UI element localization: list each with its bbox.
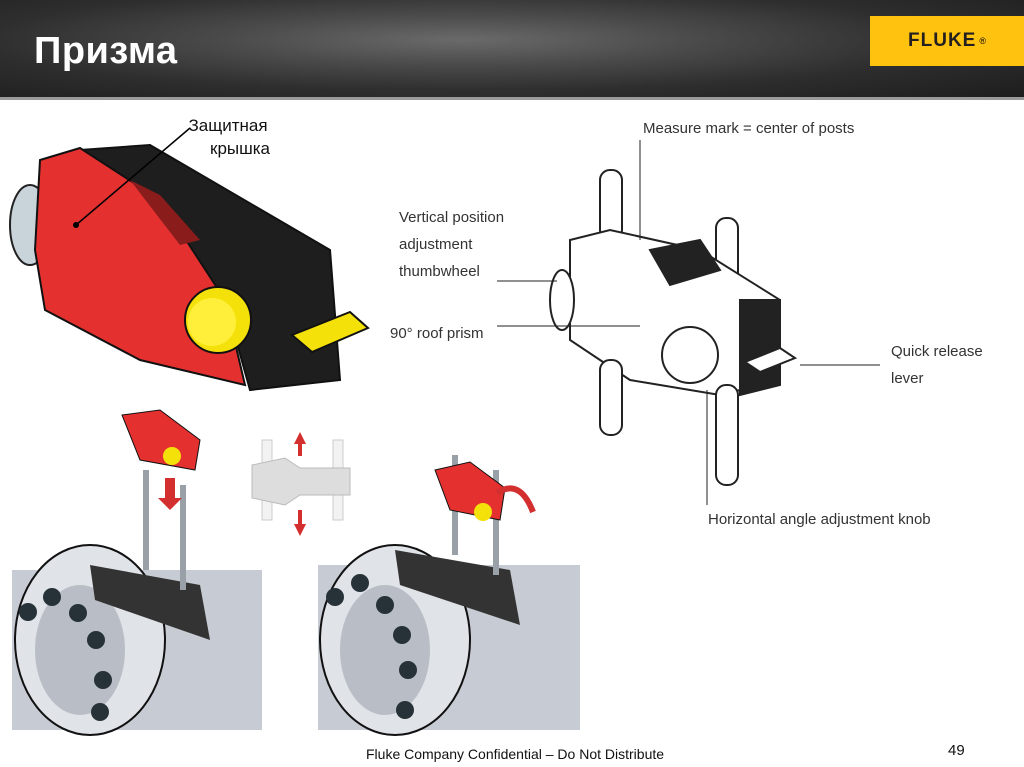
- vertical-adjust-line-2: adjustment: [399, 236, 473, 253]
- adjustment-diagram: [251, 432, 351, 536]
- measure-mark-label: Measure mark = center of posts: [643, 120, 855, 137]
- callout-line-1: Защитная: [188, 116, 268, 135]
- page-number: 49: [948, 742, 965, 759]
- fluke-logo: FLUKE®: [870, 16, 1024, 66]
- callout-line-2: крышка: [210, 139, 271, 158]
- vertical-adjust-line-1: Vertical position: [399, 209, 505, 226]
- quick-release-line-2: lever: [891, 370, 924, 387]
- quick-release-label: Quick release lever: [891, 338, 983, 392]
- protective-cover-label: Защитная крышка: [186, 114, 270, 160]
- logo-text: FLUKE: [908, 30, 977, 51]
- vertical-adjust-label: Vertical position adjustment thumbwheel: [399, 204, 504, 285]
- slide-title: Призма: [34, 30, 178, 72]
- mounting-scene-left: [12, 409, 262, 736]
- roof-prism-label: 90° roof prism: [390, 325, 484, 342]
- mounting-scene-right: [318, 455, 580, 736]
- quick-release-line-1: Quick release: [891, 343, 983, 360]
- prism-device-illustration: [9, 127, 370, 392]
- confidential-footer: Fluke Company Confidential – Do Not Dist…: [366, 746, 665, 762]
- prism-line-drawing: [497, 140, 880, 505]
- horizontal-knob-label: Horizontal angle adjustment knob: [708, 511, 931, 528]
- slide-header: Призма FLUKE®: [0, 0, 1024, 100]
- vertical-adjust-line-3: thumbwheel: [399, 263, 480, 280]
- registered-mark: ®: [979, 36, 986, 46]
